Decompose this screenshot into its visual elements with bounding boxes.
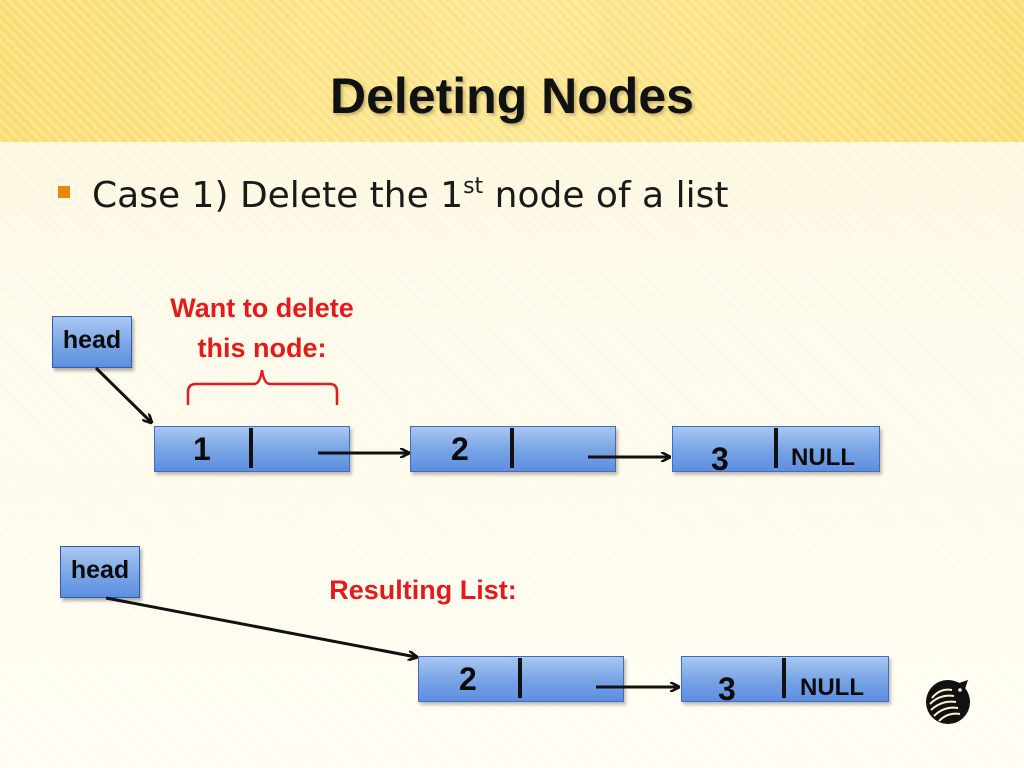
ucf-pegasus-icon	[926, 680, 970, 724]
node-value: 1	[193, 431, 211, 467]
node-value: 3	[711, 441, 729, 477]
delete-annotation-line1: Want to delete	[170, 293, 354, 323]
node-null-label: NULL	[791, 444, 855, 471]
head-pointer-bottom: head	[60, 546, 140, 598]
node-value: 3	[718, 671, 736, 707]
node-value: 2	[451, 431, 469, 467]
node-null-label: NULL	[800, 674, 864, 701]
head-pointer-top: head	[52, 316, 132, 368]
bullet-superscript: st	[463, 174, 484, 199]
head-arrow-bottom	[105, 596, 416, 657]
title-band	[0, 0, 1024, 142]
bullet-text: Case 1) Delete the 1st node of a list	[92, 172, 728, 220]
resulting-list-caption: Resulting List:	[329, 575, 517, 605]
delete-annotation: Want to delete this node:	[150, 288, 374, 368]
slide-title: Deleting Nodes	[330, 68, 694, 124]
delete-bracket	[186, 369, 339, 405]
delete-annotation-line2: this node:	[197, 333, 327, 363]
head-arrow-top	[94, 366, 151, 422]
bullet-text-before: Case 1) Delete the 1	[92, 175, 464, 216]
node-value: 2	[459, 661, 477, 697]
bullet-square-icon	[58, 186, 70, 198]
bullet-text-after: node of a list	[483, 175, 729, 216]
